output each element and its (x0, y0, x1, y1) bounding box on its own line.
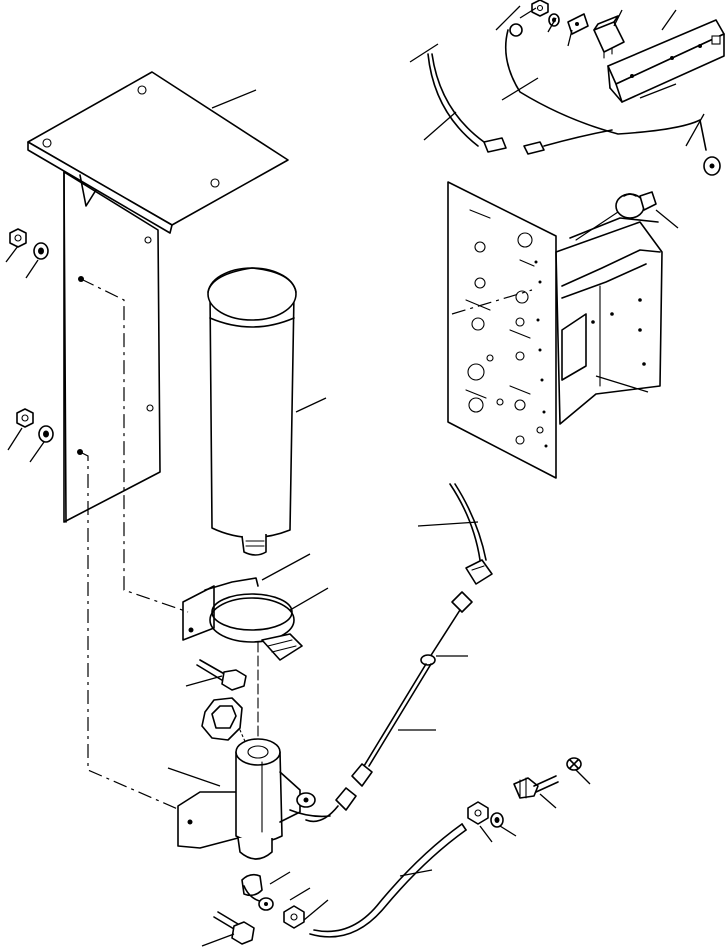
mounting-rail (607, 19, 725, 103)
elbow-fitting (241, 873, 265, 903)
harness-top (427, 53, 613, 155)
washer-top (548, 13, 560, 27)
small-nut-bottom (258, 897, 274, 911)
screw-sensor (566, 757, 582, 771)
wire-harness (305, 483, 493, 823)
fitting-body-bracket (177, 641, 301, 860)
hex-nut-lower (16, 408, 34, 428)
callout-leaders (5, 5, 705, 947)
mounting-bracket-plate (27, 71, 289, 523)
hose-clamp-bracket (182, 577, 303, 661)
washer-lower (38, 425, 54, 443)
bolt-bottom (213, 911, 255, 945)
sleeve-nut-bottom (283, 905, 305, 929)
switch-panel (447, 181, 663, 479)
filler-cap (201, 697, 253, 757)
bolt-clamp (196, 659, 247, 691)
hex-nut-upper (9, 228, 27, 248)
ring-terminal (289, 792, 331, 818)
canister (207, 267, 297, 556)
relay (593, 15, 625, 59)
washer-sensor (490, 812, 504, 828)
nut-top (531, 0, 549, 17)
ground-strap (504, 23, 721, 176)
sensor-switch (513, 775, 559, 799)
washer-upper (33, 242, 49, 260)
tube (309, 823, 467, 938)
indicator-lamp (575, 191, 657, 241)
center-lines (79, 278, 533, 811)
small-bracket-top (567, 13, 589, 35)
nut-sensor-a (467, 801, 489, 825)
